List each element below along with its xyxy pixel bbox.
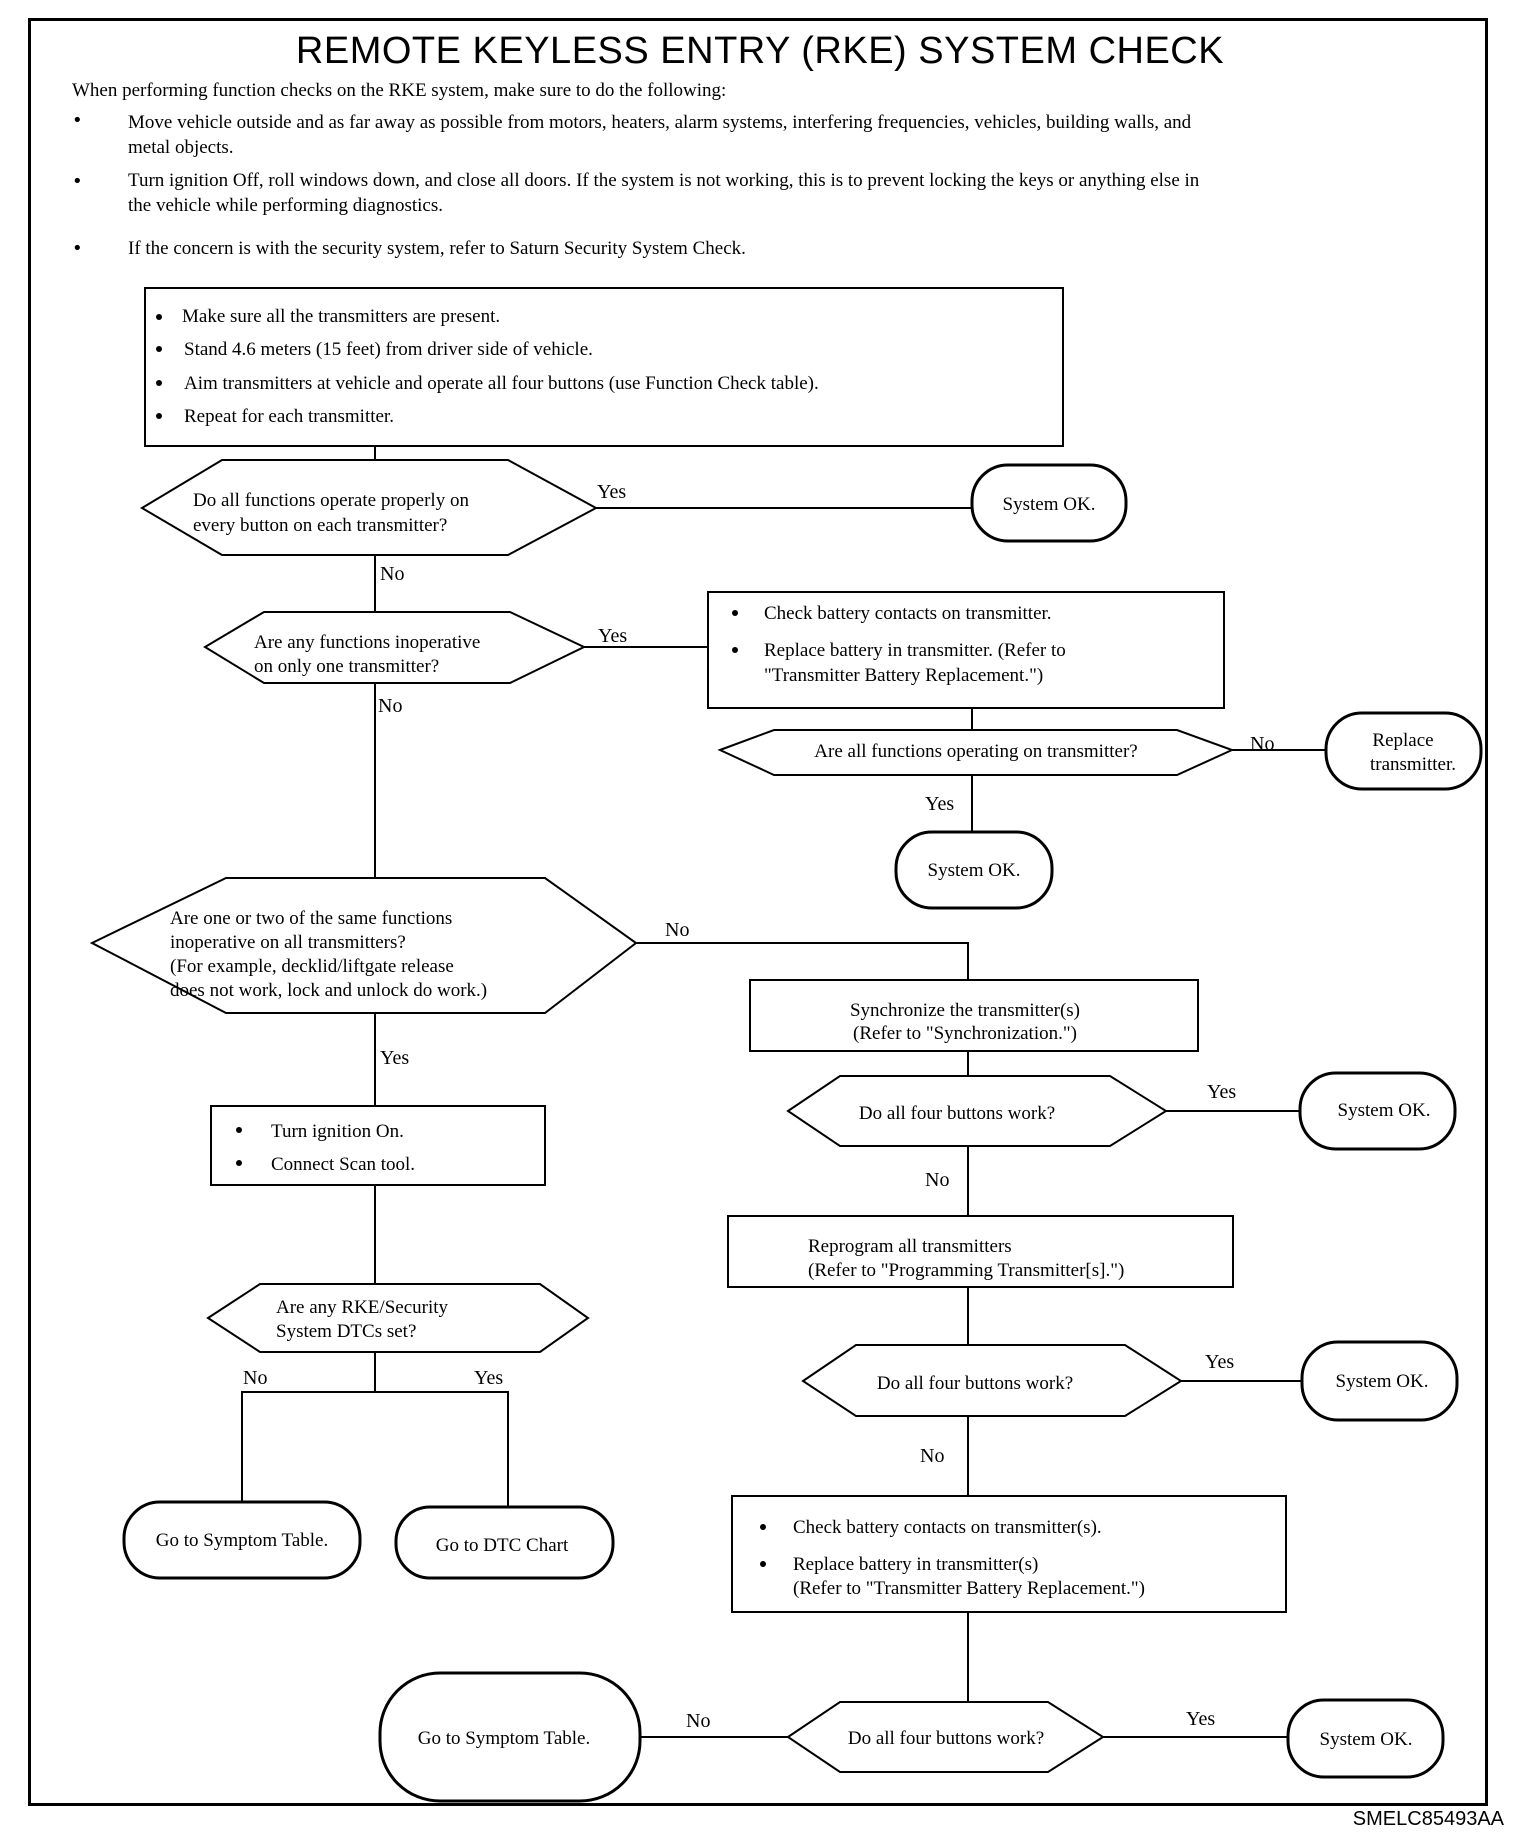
label-no: No [378,695,402,717]
label-no: No [243,1367,267,1389]
symptom1-text: Go to Symptom Table. [156,1530,328,1551]
q4-line-3: (For example, decklid/liftgate release [170,956,454,977]
decision-q8 [206,1283,590,1353]
ok1-text: System OK. [1003,494,1096,515]
terminal-replace-transmitter [1324,711,1483,791]
connector-q8-branches [241,1391,509,1535]
ignition-box [210,1105,546,1186]
precondition-3: If the concern is with the security syst… [128,236,1408,261]
battery2-step-2-cont: (Refer to "Transmitter Battery Replaceme… [793,1578,1145,1599]
decision-q1 [140,459,599,556]
precondition-2: Turn ignition Off, roll windows down, an… [128,168,1408,218]
symptom2-text: Go to Symptom Table. [418,1728,590,1749]
precondition-2-line-2: the vehicle while performing diagnostics… [128,195,443,216]
q2-line-1: Are any functions inoperative [254,632,480,653]
label-yes: Yes [925,793,954,815]
q4-line-4: does not work, lock and unlock do work.) [170,980,487,1001]
ok5-text: System OK. [1320,1729,1413,1750]
page-title: REMOTE KEYLESS ENTRY (RKE) SYSTEM CHECK [295,30,1225,72]
terminal-symptom-table-1 [122,1500,362,1580]
label-yes: Yes [597,481,626,503]
battery-step-1: Check battery contacts on transmitter. [764,603,1052,624]
terminal-system-ok-5 [1286,1698,1445,1779]
battery-check-box [707,591,1225,709]
precondition-2-line-1: Turn ignition Off, roll windows down, an… [128,170,1200,191]
terminal-system-ok-4 [1300,1340,1459,1422]
start-step-3: Aim transmitters at vehicle and operate … [184,373,819,394]
terminal-system-ok-1 [970,463,1128,543]
battery2-step-2: Replace battery in transmitter(s) [793,1554,1038,1575]
label-yes: Yes [1205,1351,1234,1373]
label-no: No [925,1169,949,1191]
precondition-3-line-1: If the concern is with the security syst… [128,238,746,259]
reprogram-line-1: Reprogram all transmitters [808,1236,1012,1257]
start-step-1: Make sure all the transmitters are prese… [182,306,500,327]
label-no: No [686,1710,710,1732]
intro-text: When performing function checks on the R… [72,80,727,101]
terminal-system-ok-3 [1298,1071,1457,1151]
bullet-dot: • [72,110,83,131]
battery-step-2: Replace battery in transmitter. (Refer t… [764,640,1066,661]
decision-q6 [801,1344,1183,1417]
battery-step-2-cont: "Transmitter Battery Replacement.") [764,665,1043,686]
label-yes: Yes [380,1047,409,1069]
terminal-system-ok-2 [894,830,1054,910]
sync-line-2: (Refer to "Synchronization.") [853,1023,1077,1044]
q3-text: Are all functions operating on transmitt… [814,741,1137,762]
reprogram-line-2: (Refer to "Programming Transmitter[s].") [808,1260,1124,1281]
precondition-1-line-2: metal objects. [128,137,234,158]
ok4-text: System OK. [1336,1371,1429,1392]
terminal-symptom-table-2 [378,1671,642,1803]
label-no: No [1250,733,1274,755]
start-step-2: Stand 4.6 meters (15 feet) from driver s… [184,339,593,360]
precondition-1: Move vehicle outside and as far away as … [128,110,1408,160]
ok2-text: System OK. [928,860,1021,881]
decision-q4 [89,877,638,1014]
label-yes: Yes [598,625,627,647]
q7-text: Do all four buttons work? [848,1728,1044,1749]
q5-text: Do all four buttons work? [859,1103,1055,1124]
decision-q7 [786,1701,1105,1773]
label-no: No [380,563,404,585]
replace-line-1: Replace [1372,730,1433,751]
label-yes: Yes [474,1367,503,1389]
battery-check-box-2 [731,1495,1287,1613]
start-step-4: Repeat for each transmitter. [184,406,394,427]
decision-q3 [717,729,1235,776]
q2-line-2: on only one transmitter? [254,656,439,677]
figure-code: SMELC85493AA [1352,1808,1504,1830]
sync-line-1: Synchronize the transmitter(s) [850,1000,1080,1021]
precondition-1-line-1: Move vehicle outside and as far away as … [128,112,1192,133]
q4-line-1: Are one or two of the same functions [170,908,452,929]
terminal-dtc-chart [394,1505,615,1580]
q8-line-1: Are any RKE/Security [276,1297,449,1318]
decision-q5 [786,1075,1168,1147]
label-no: No [920,1445,944,1467]
bullet-dot: • [72,238,83,259]
label-no: No [665,919,689,941]
q1-line-2: every button on each transmitter? [193,515,447,536]
synchronize-box [749,979,1199,1052]
dtc-text: Go to DTC Chart [436,1535,569,1556]
reprogram-box [727,1215,1234,1288]
page-border [28,18,1488,1806]
label-yes: Yes [1207,1081,1236,1103]
ignition-step-2: Connect Scan tool. [271,1154,415,1175]
q8-line-2: System DTCs set? [276,1321,416,1342]
q1-line-1: Do all functions operate properly on [193,490,469,511]
ok3-text: System OK. [1338,1100,1431,1121]
bullet-dot: • [72,171,83,192]
ignition-step-1: Turn ignition On. [271,1121,404,1142]
connector-q4-no [636,942,969,980]
battery2-step-1: Check battery contacts on transmitter(s)… [793,1517,1102,1538]
q6-text: Do all four buttons work? [877,1373,1073,1394]
label-yes: Yes [1186,1708,1215,1730]
decision-q2 [203,611,587,684]
start-box [144,287,1064,447]
replace-line-2: transmitter. [1370,754,1456,775]
q4-line-2: inoperative on all transmitters? [170,932,406,953]
